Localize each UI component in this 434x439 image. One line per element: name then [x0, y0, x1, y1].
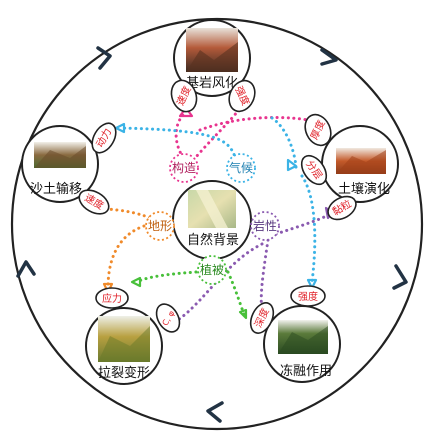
node-label-top: 基岩风化	[186, 76, 238, 91]
factor-bubble-structure	[169, 153, 199, 183]
cycle-arrowhead-top-right	[320, 48, 338, 66]
node-label-bottom-left: 拉裂变形	[98, 365, 150, 381]
node-label-left: 沙土输移	[30, 181, 82, 197]
attr-oval-br-speed	[290, 285, 326, 307]
pink-link-top-right	[198, 115, 320, 132]
factor-bubble-lithology	[250, 211, 280, 241]
factor-climate: 气候	[229, 160, 253, 175]
node-bedrock-weathering: 基岩风化	[173, 19, 251, 97]
attr-oval-br-depth	[249, 302, 275, 334]
attr-oval-bl-stress	[95, 287, 129, 309]
node-label-bottom-right: 冻融作用	[280, 363, 332, 379]
green-link-vegetation-bl	[134, 270, 198, 284]
factor-bubble-climate	[226, 153, 256, 183]
cycle-arrowhead-bottom	[206, 401, 224, 423]
cycle-arrowhead-top-left	[96, 46, 112, 70]
outer-cycle-ring	[10, 17, 424, 431]
factor-bubble-landform	[145, 211, 175, 241]
cyan-link-climate-left	[118, 126, 238, 162]
attr-br-speed: 强度	[298, 290, 318, 303]
attr-oval-bl-chem	[155, 303, 181, 333]
pink-link-structure-top	[188, 106, 242, 166]
purple-link-lithology-bl	[176, 242, 264, 322]
cycle-arrowhead-left	[16, 260, 36, 278]
green-link-vegetation-br	[226, 270, 246, 316]
purple-link-lithology-bottom-right	[259, 238, 270, 314]
cycle-arrowhead-right	[392, 264, 408, 290]
attr-oval-right-grain	[327, 195, 357, 221]
orange-link-landform-bottom-left	[106, 224, 146, 290]
cyan-link-right-bottom	[300, 174, 317, 284]
attr-oval-top-intensity	[228, 79, 256, 113]
node-crack-deformation: 拉裂变形	[85, 307, 163, 385]
factor-lithology: 岩性	[253, 218, 277, 233]
attr-oval-left-speed	[78, 189, 110, 215]
node-freeze-thaw: 冻融作用	[263, 305, 341, 383]
node-soil-evolution: 土壤演化	[321, 125, 399, 203]
attr-oval-right-thickness	[304, 113, 332, 147]
attr-oval-top-speed	[170, 79, 198, 113]
factor-bubble-vegetation	[197, 255, 227, 285]
cyan-link-top-right	[270, 116, 298, 170]
purple-link-lithology-right	[274, 212, 332, 236]
attr-oval-right-component	[300, 154, 328, 186]
node-natural-background: 自然背景	[172, 180, 252, 260]
attr-oval-left-power	[91, 122, 117, 154]
node-label-right: 土壤演化	[338, 181, 390, 197]
factor-vegetation: 植被	[200, 262, 224, 277]
center-label: 自然背景	[187, 232, 239, 248]
factor-landform: 地形	[148, 219, 172, 233]
node-sand-transport: 沙土输移	[21, 125, 99, 203]
attr-bl-stress: 应力	[102, 292, 122, 305]
factor-structure: 构造	[172, 160, 196, 175]
